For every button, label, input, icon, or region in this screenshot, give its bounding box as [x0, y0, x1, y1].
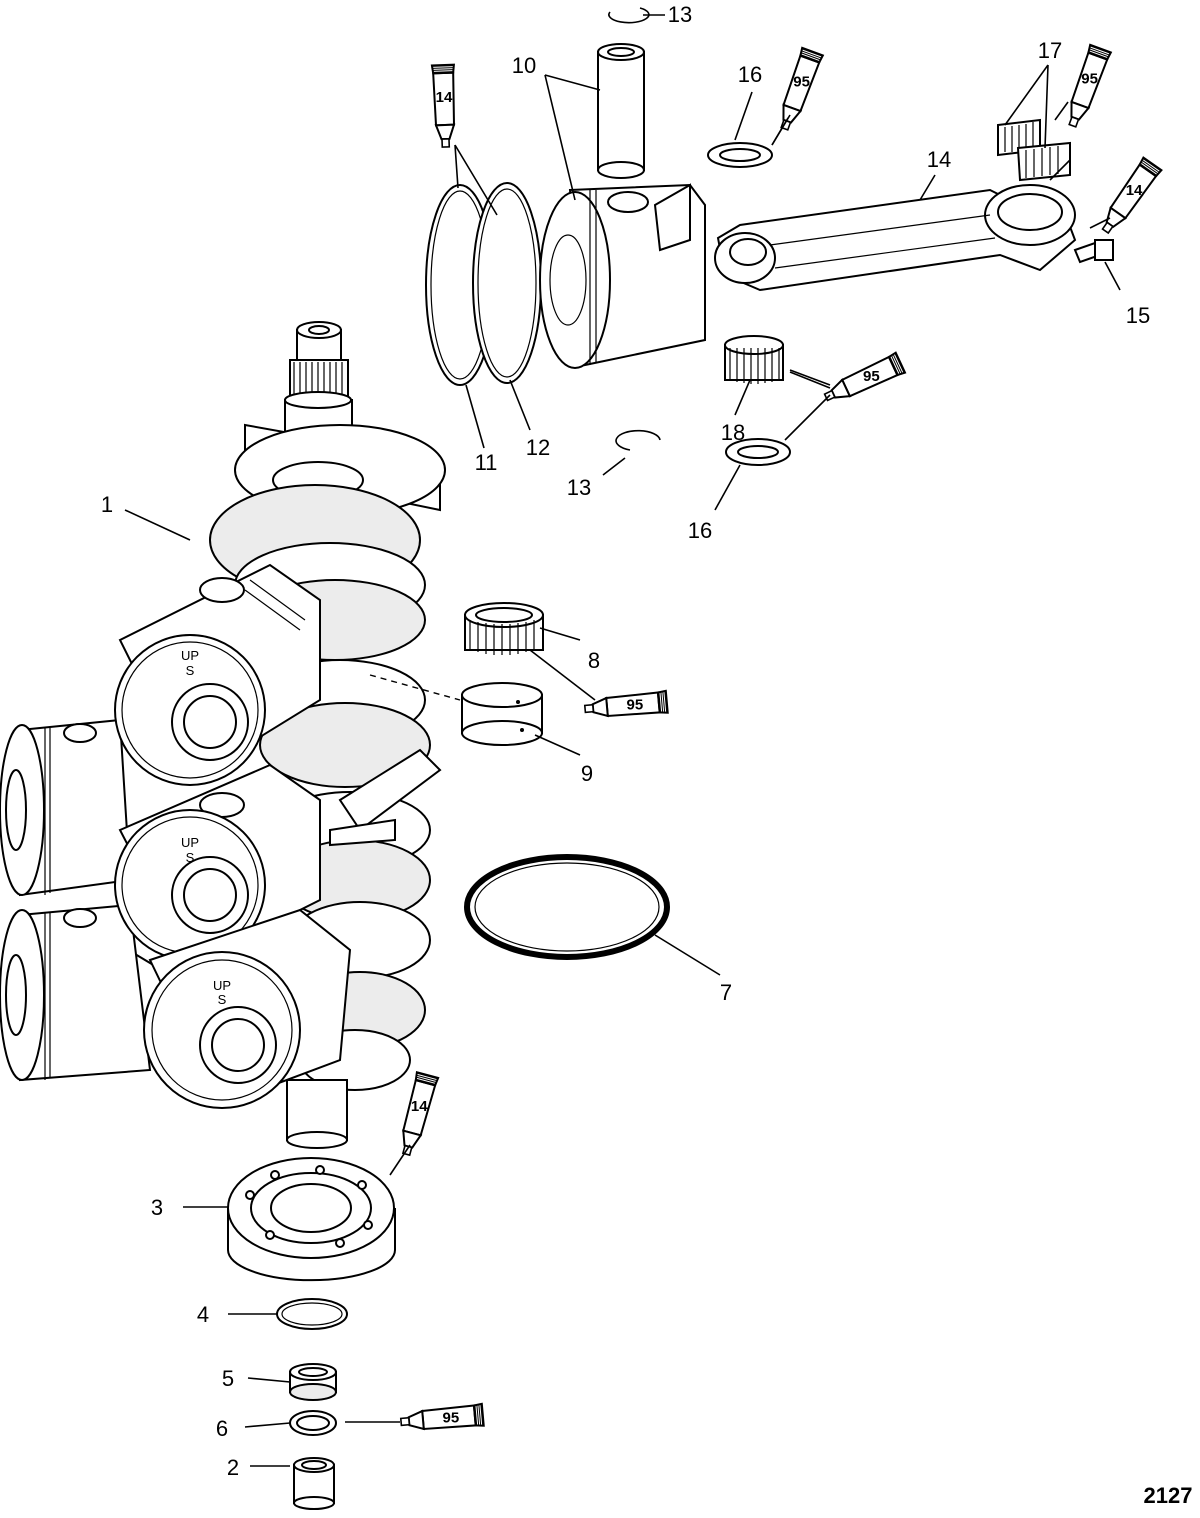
- callout-1: 1: [101, 492, 113, 517]
- callout-14: 14: [927, 147, 951, 172]
- sleeve-2: [293, 1457, 335, 1510]
- roller-bearing: [464, 602, 544, 655]
- piston-marking-up: UP: [213, 978, 231, 993]
- piston-exploded: [539, 183, 706, 369]
- seal-5: [289, 1363, 337, 1401]
- leader-lines: [124, 14, 1121, 1467]
- piston-rear-upper: [0, 718, 132, 897]
- retaining-ring-top: [608, 7, 650, 24]
- callout-4: 4: [197, 1302, 209, 1327]
- callout-6: 6: [216, 1416, 228, 1441]
- needle-bearing-small-end: [724, 335, 784, 384]
- lube-tube-14-lower: 14: [394, 1071, 440, 1159]
- piston-rear-lower: [0, 903, 152, 1082]
- callout-17: 17: [1038, 38, 1062, 63]
- callout-15: 15: [1126, 303, 1150, 328]
- figure-number: 2127: [1144, 1483, 1193, 1508]
- piston-marking-s: S: [186, 663, 195, 678]
- ball-bearing: [227, 1157, 396, 1282]
- callout-18: 18: [721, 420, 745, 445]
- piston-marking-s: S: [186, 850, 195, 865]
- tube-label: 95: [627, 697, 644, 714]
- tube-label: 95: [793, 74, 810, 91]
- piston-marking-up: UP: [181, 648, 199, 663]
- callout-16-top: 16: [738, 62, 762, 87]
- thrust-washer-top: [707, 142, 773, 168]
- retaining-ring-4: [276, 1298, 348, 1330]
- tube-label: 14: [1126, 182, 1143, 199]
- tube-label: 95: [1081, 71, 1098, 88]
- piston-marking-s: S: [218, 992, 227, 1007]
- rod-bolt: [1073, 239, 1114, 264]
- piston-pin: [597, 43, 645, 179]
- callout-labels: 1 2 3 4 5 6 7 8 9 10 11 12 13 13 14 15 1…: [101, 2, 1150, 1480]
- lube-tube-95-mid: 95: [820, 351, 907, 409]
- callout-9: 9: [581, 761, 593, 786]
- piston-front-top: UP S: [114, 563, 321, 786]
- retaining-ring-lower: [615, 429, 661, 451]
- piston-marking-up: UP: [181, 835, 199, 850]
- alignment-dash-line: [369, 674, 461, 701]
- tube-label: 95: [443, 1410, 460, 1427]
- callout-13-top: 13: [668, 2, 692, 27]
- lube-tube-95-right: 95: [1061, 43, 1112, 131]
- callout-12: 12: [526, 435, 550, 460]
- callout-8: 8: [588, 648, 600, 673]
- piston-ring-12: [472, 182, 542, 384]
- bearing-halves: [997, 118, 1071, 182]
- thrust-washer-lower: [725, 438, 791, 466]
- callout-2: 2: [227, 1455, 239, 1480]
- lube-tube-14-right: 14: [1095, 156, 1163, 239]
- lube-tube-14-top-left: 14: [430, 63, 458, 149]
- ring-6: [289, 1410, 337, 1436]
- lube-tube-95-top: 95: [773, 46, 824, 134]
- tube-label: 95: [863, 368, 880, 385]
- callout-10: 10: [512, 53, 536, 78]
- tube-label: 14: [436, 89, 453, 106]
- callout-7: 7: [720, 980, 732, 1005]
- callout-13-lower: 13: [567, 475, 591, 500]
- callout-5: 5: [222, 1366, 234, 1391]
- piston-front-bottom: UP S: [143, 908, 352, 1109]
- bearing-race: [461, 682, 543, 746]
- sealing-ring: [464, 854, 670, 960]
- callout-16-lower: 16: [688, 518, 712, 543]
- lube-tube-95-bearing: 95: [583, 689, 669, 721]
- tube-label: 14: [411, 1098, 428, 1115]
- connecting-rod: [714, 184, 1077, 292]
- callout-3: 3: [151, 1195, 163, 1220]
- lube-tube-95-bottom: 95: [399, 1402, 485, 1434]
- callout-11: 11: [475, 450, 498, 475]
- piston-front-middle: UP S: [114, 763, 321, 967]
